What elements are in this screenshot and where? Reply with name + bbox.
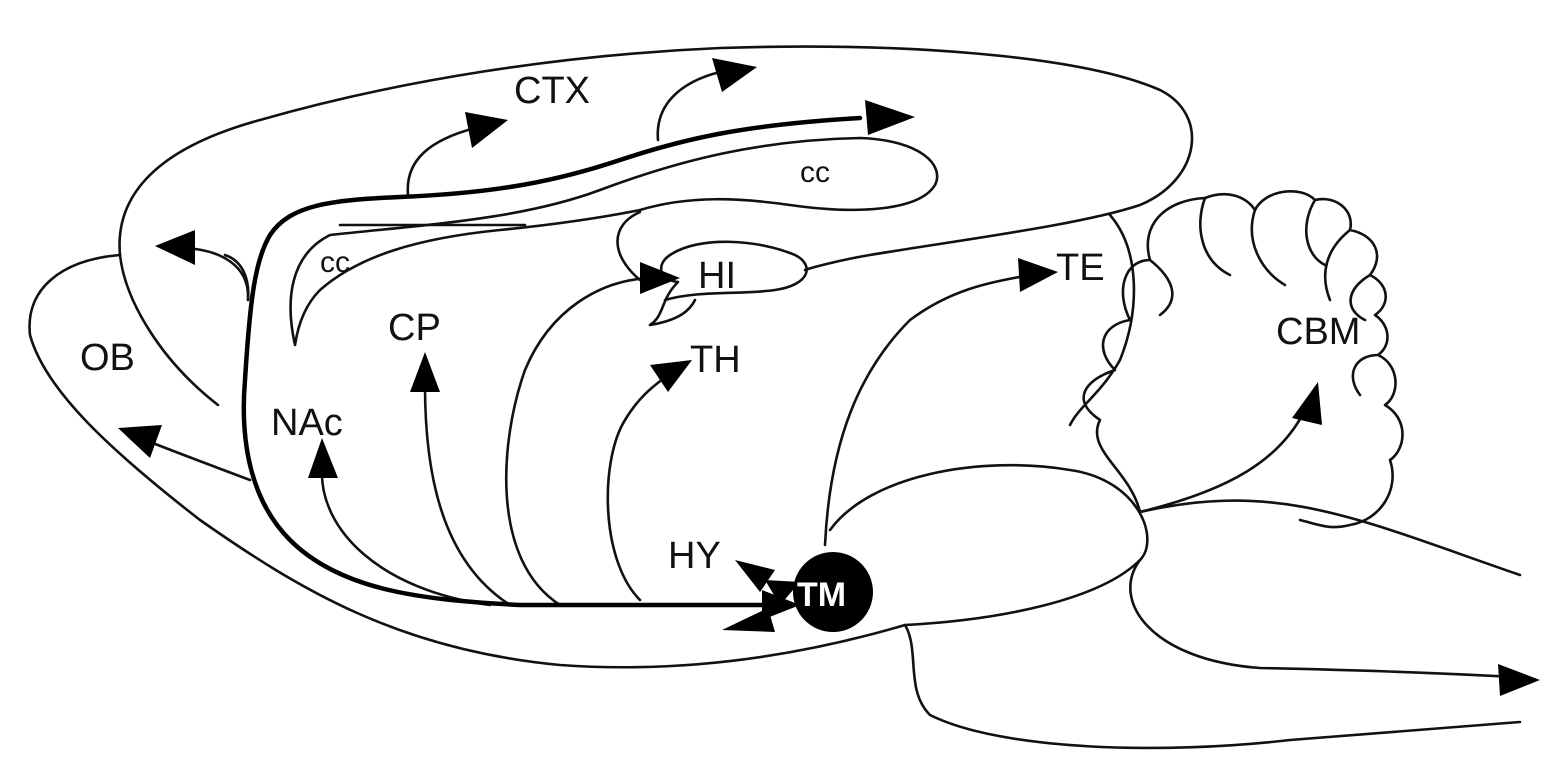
arrowhead-ctx-main xyxy=(865,100,915,135)
arrowhead-brainstem xyxy=(1498,664,1540,696)
label-cc-top: cc xyxy=(800,156,830,189)
path-to-nac xyxy=(320,468,492,607)
label-ctx: CTX xyxy=(514,70,590,112)
cortex-outline xyxy=(118,45,1194,272)
arrowhead-hy-2 xyxy=(765,580,800,605)
pons-lower xyxy=(903,558,1142,627)
path-to-te xyxy=(823,274,1027,547)
corpus-callosum-outline xyxy=(289,136,939,347)
arrowhead-ctx-1 xyxy=(465,112,508,148)
arrowhead-tm-in xyxy=(762,590,800,620)
brainstem-lower xyxy=(1129,558,1517,679)
cerebellum-folia xyxy=(1148,196,1380,397)
main-ascending-pathway xyxy=(241,115,863,608)
pons-outline xyxy=(828,463,1522,577)
arrowhead-nac xyxy=(308,438,338,478)
label-hy: HY xyxy=(668,535,721,577)
arrowhead-ob-1 xyxy=(155,230,195,265)
label-th: TH xyxy=(690,339,741,381)
label-cc-left: cc xyxy=(320,246,350,279)
brain-outer-outline xyxy=(28,253,1522,750)
hippocampus-outline xyxy=(616,210,808,327)
path-to-ob-1 xyxy=(183,246,250,302)
path-to-cp xyxy=(423,383,512,607)
arrowhead-hy-1 xyxy=(735,560,775,592)
path-to-th xyxy=(606,370,674,602)
arrowhead-ob-2 xyxy=(118,425,162,458)
path-to-cbm xyxy=(1138,408,1307,514)
label-hi: HI xyxy=(698,255,736,297)
label-nac: NAc xyxy=(271,402,343,444)
path-to-ctx-2 xyxy=(656,70,722,142)
label-cbm: CBM xyxy=(1276,311,1360,353)
label-te: TE xyxy=(1056,247,1105,289)
tm-nucleus xyxy=(793,552,873,632)
label-cp: CP xyxy=(388,307,441,349)
arrowhead-ctx-2 xyxy=(712,58,757,92)
label-tm: TM xyxy=(797,576,846,614)
arrowhead-tm-low xyxy=(722,608,775,632)
arrowhead-cp xyxy=(410,352,440,392)
path-to-ctx-1 xyxy=(406,126,477,197)
path-to-ob-2 xyxy=(138,436,252,482)
cerebellum-outline xyxy=(1082,190,1404,529)
tectum-boundary xyxy=(1068,213,1136,427)
arrowhead-hi xyxy=(640,262,680,294)
olfactory-boundary xyxy=(118,253,220,407)
arrowhead-cbm xyxy=(1292,382,1322,425)
label-ob: OB xyxy=(80,337,135,379)
arrowhead-th xyxy=(650,360,692,392)
path-to-hi xyxy=(504,276,652,607)
arrowhead-te xyxy=(1018,258,1058,292)
